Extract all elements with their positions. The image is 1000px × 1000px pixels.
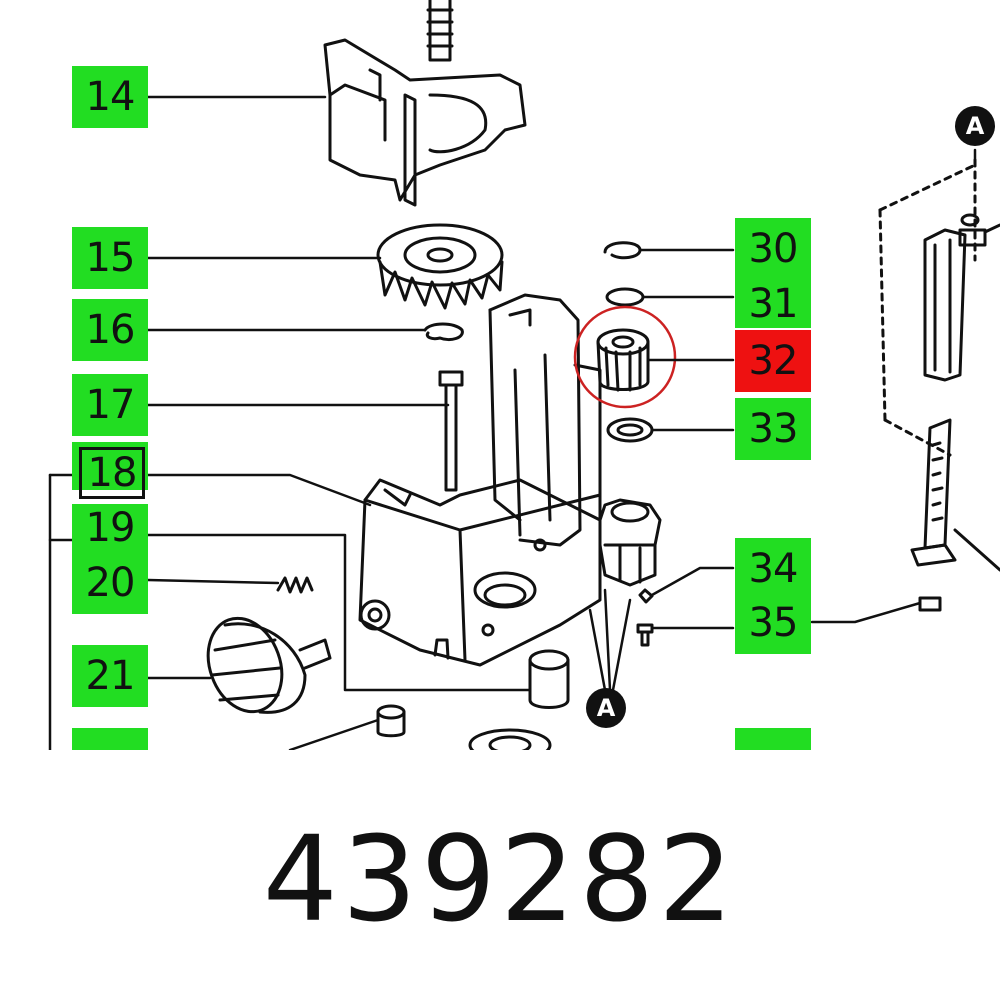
part-16-drawing — [423, 322, 464, 342]
part-20-drawing — [276, 576, 314, 594]
callout-33: 33 — [735, 398, 811, 460]
part-14-drawing — [323, 38, 527, 207]
callout-18-bg — [72, 442, 148, 490]
part-number: 439282 — [262, 810, 738, 948]
part-34-drawing — [638, 588, 654, 604]
part-32-drawing — [596, 328, 650, 392]
part-35-drawing — [636, 596, 942, 647]
highlight-circle — [573, 305, 677, 409]
callout-15: 15 — [72, 227, 148, 289]
callout-31: 31 — [735, 280, 811, 328]
reference-marker-bottom: A — [586, 688, 626, 728]
callout-partial-right — [735, 728, 811, 750]
leader-lines — [48, 95, 977, 750]
shaft-part — [426, 0, 454, 62]
part-15-drawing — [376, 223, 504, 310]
callout-34: 34 — [735, 538, 811, 600]
diagram-drawing — [48, 0, 1000, 750]
housing-drawing — [358, 293, 662, 667]
part-17-drawing — [438, 370, 464, 492]
callout-17: 17 — [72, 374, 148, 436]
callout-21: 21 — [72, 645, 148, 707]
depth-scale-drawing — [878, 158, 1000, 572]
part-31-drawing — [605, 287, 645, 307]
bushing-drawing — [376, 649, 570, 750]
callout-32: 32 — [735, 330, 811, 392]
callout-partial-left — [72, 728, 148, 750]
exploded-parts-diagram: 14 15 16 17 18 19 20 21 30 31 32 33 34 3… — [48, 0, 1000, 750]
callout-18: 18 — [79, 447, 145, 499]
callout-14: 14 — [72, 66, 148, 128]
part-33-drawing — [606, 417, 654, 443]
callout-19: 19 — [72, 504, 148, 552]
callout-20: 20 — [72, 552, 148, 614]
callout-35: 35 — [735, 592, 811, 654]
callout-30: 30 — [735, 218, 811, 280]
part-30-drawing — [603, 241, 642, 260]
callout-16: 16 — [72, 299, 148, 361]
reference-marker-top: A — [955, 106, 995, 146]
part-21-drawing — [206, 616, 332, 714]
